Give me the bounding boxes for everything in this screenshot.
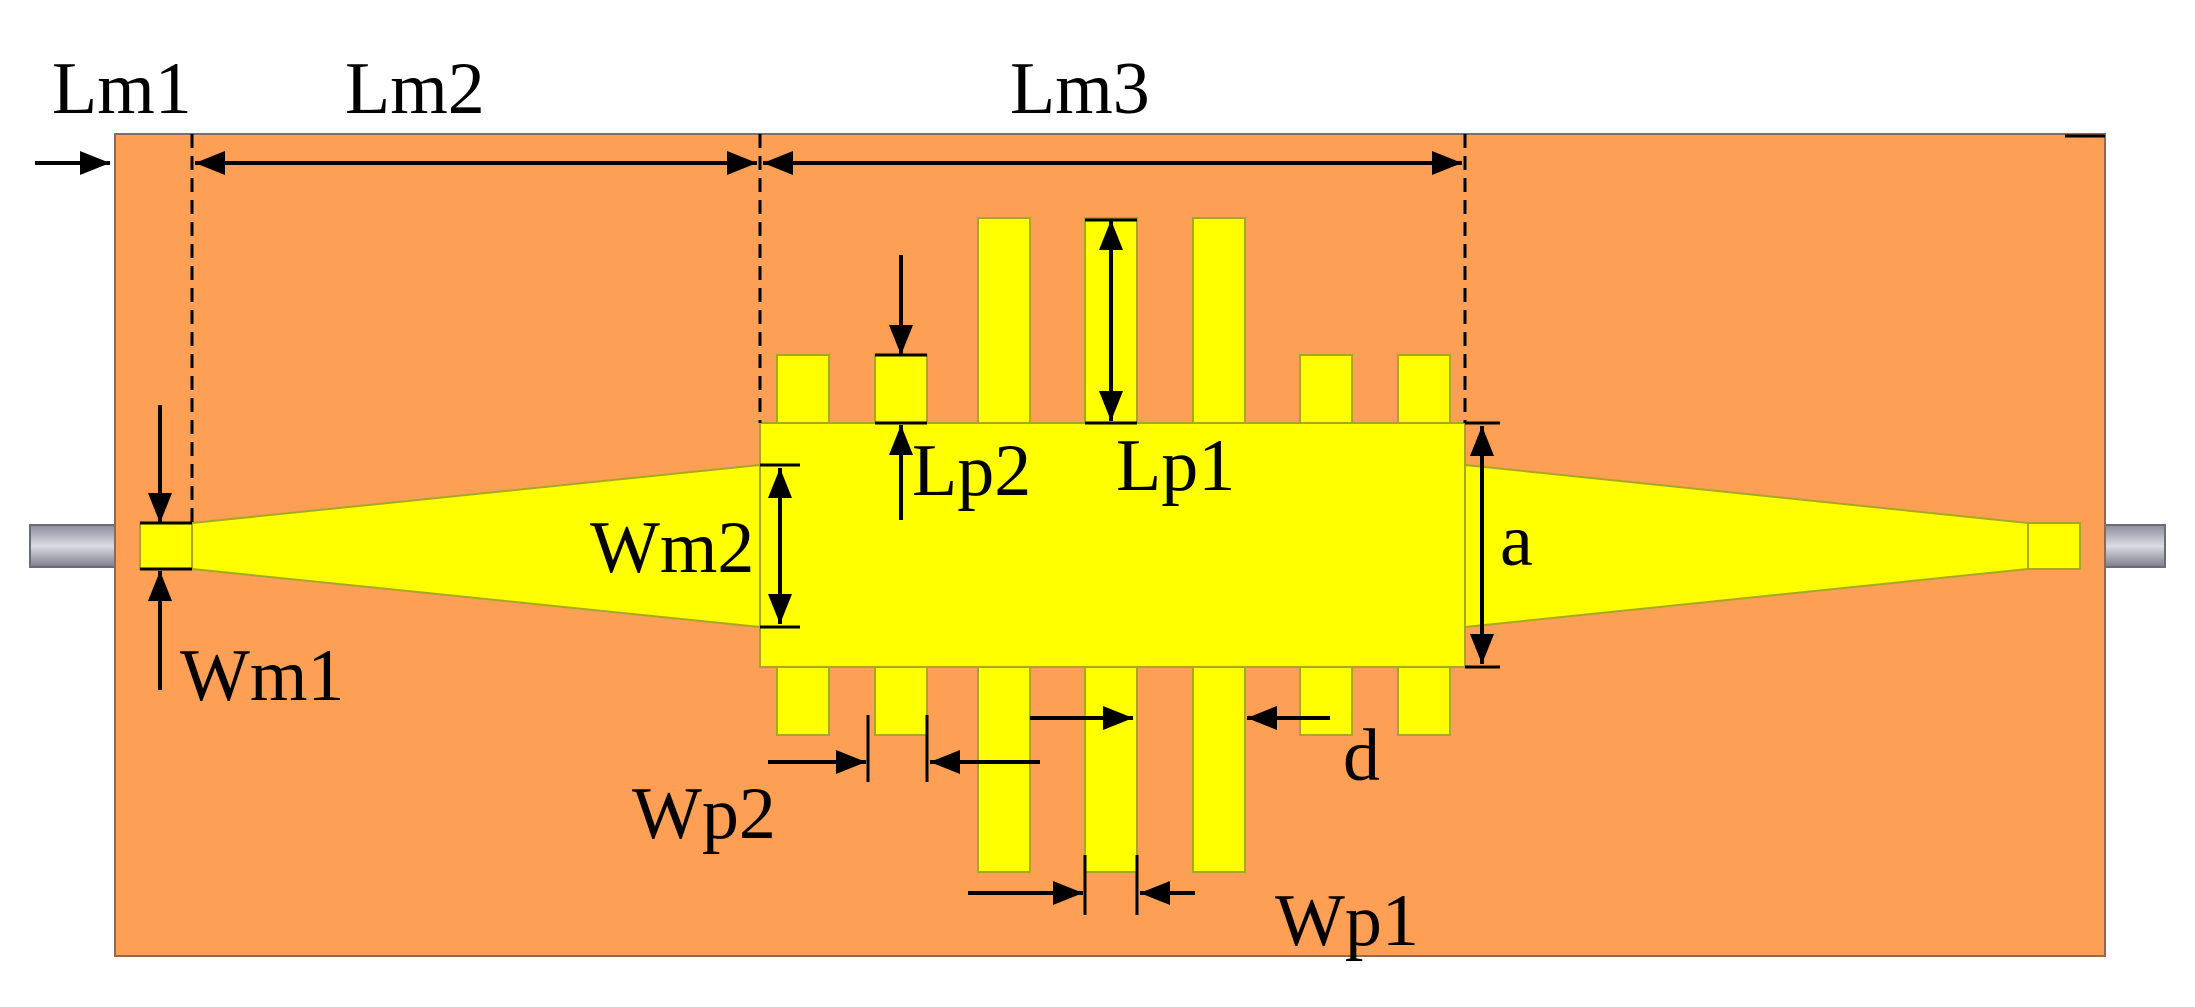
arrowhead <box>1432 151 1462 175</box>
stub-short-top-1 <box>776 354 830 424</box>
label-d: d <box>1343 715 1380 797</box>
stub-long-top-3 <box>1192 217 1246 424</box>
stub-short-bottom-1 <box>776 666 830 736</box>
stub-long-bottom-2 <box>1084 666 1138 873</box>
arrowhead <box>80 151 110 175</box>
stub-short-top-4 <box>1397 354 1451 424</box>
label-lp1: Lp1 <box>1116 425 1235 507</box>
stub-short-bottom-4 <box>1397 666 1451 736</box>
left-feed-port <box>139 522 193 570</box>
label-wp2: Wp2 <box>632 773 776 855</box>
arrowhead <box>1099 391 1123 421</box>
arrowhead <box>148 493 172 523</box>
arrowhead <box>763 151 793 175</box>
stub-long-top-1 <box>977 217 1031 424</box>
arrowhead <box>768 594 792 624</box>
label-lm1: Lm1 <box>52 48 192 130</box>
arrowhead <box>1099 220 1123 250</box>
arrowhead <box>889 325 913 355</box>
stub-short-top-3 <box>1299 354 1353 424</box>
label-wp1: Wp1 <box>1275 880 1419 962</box>
left-connector <box>29 524 121 568</box>
dimension-arrows <box>35 134 2105 915</box>
label-lm2: Lm2 <box>345 48 485 130</box>
arrowhead <box>889 425 913 455</box>
reference-lines <box>190 134 1467 525</box>
arrowhead <box>195 151 225 175</box>
arrowhead <box>148 571 172 601</box>
arrowhead <box>930 750 960 774</box>
stub-long-bottom-3 <box>1192 666 1246 873</box>
arrowhead <box>1103 706 1133 730</box>
stub-long-bottom-1 <box>977 666 1031 873</box>
arrowhead <box>727 151 757 175</box>
label-wm1: Wm1 <box>180 635 344 717</box>
main-patch <box>759 422 1466 668</box>
label-lp2: Lp2 <box>912 430 1031 512</box>
stub-short-bottom-2 <box>874 666 928 736</box>
label-lm3: Lm3 <box>1010 48 1150 130</box>
arrowhead <box>1140 881 1170 905</box>
arrowhead <box>1470 426 1494 456</box>
arrowhead <box>1053 881 1083 905</box>
label-a: a <box>1500 500 1533 582</box>
label-wm2: Wm2 <box>590 507 754 589</box>
stub-short-top-2 <box>874 354 928 424</box>
metal-layer <box>139 217 2081 873</box>
right-feed-port <box>2027 522 2081 570</box>
arrowhead <box>836 750 866 774</box>
arrowhead <box>768 468 792 498</box>
arrowhead <box>1247 706 1277 730</box>
arrowhead <box>1470 634 1494 664</box>
